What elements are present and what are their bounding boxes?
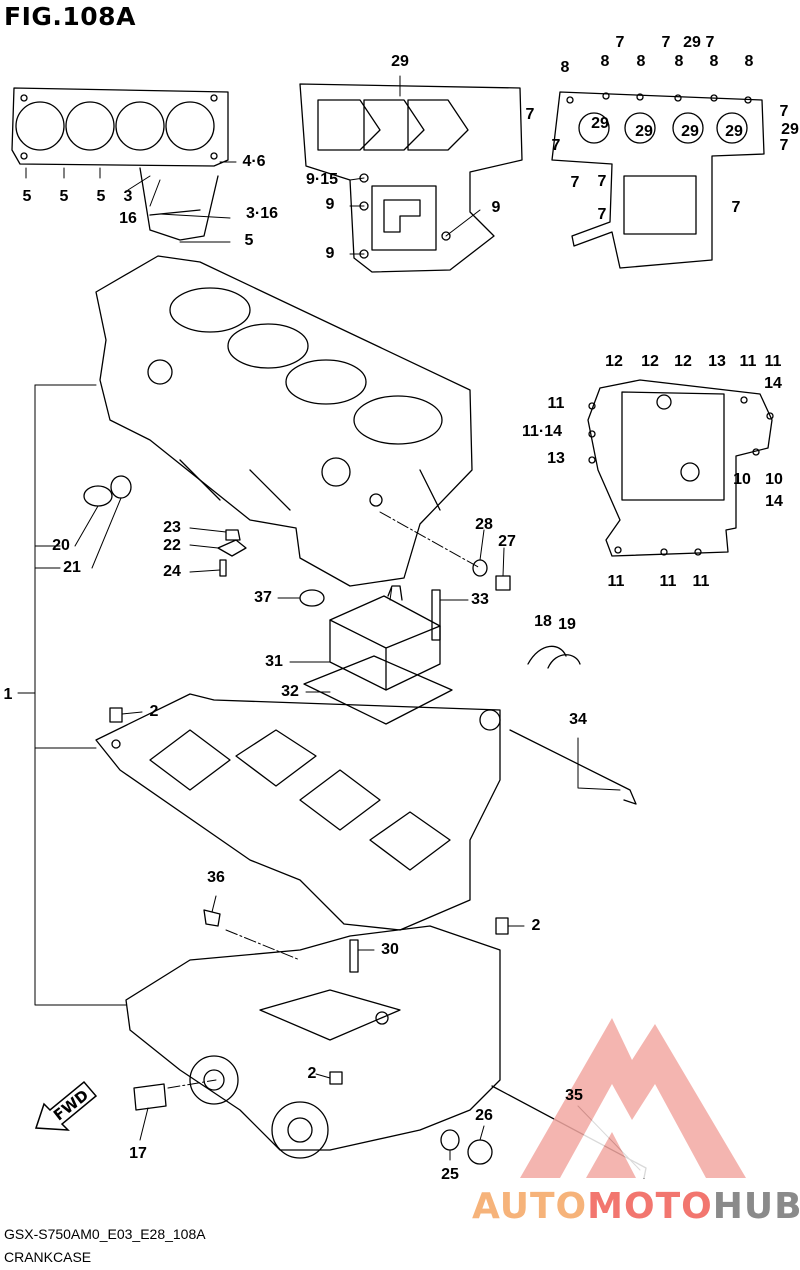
part-label-tr-8a: 8 bbox=[560, 59, 570, 76]
watermark-text: AUTOMOTOHUB bbox=[472, 1186, 800, 1227]
part-label-p-26: 26 bbox=[475, 1107, 493, 1124]
part-label-cyl-bolt-3-16: 3·16 bbox=[245, 205, 279, 222]
case-side-view bbox=[587, 379, 774, 557]
watermark-part-2: MOTO bbox=[587, 1186, 713, 1227]
part-label-mr-10b: 10 bbox=[765, 471, 783, 488]
case-bottom-view bbox=[551, 91, 765, 269]
part-label-mr-12c: 12 bbox=[674, 353, 692, 370]
part-label-p-32: 32 bbox=[281, 683, 299, 700]
part-label-p-2c: 2 bbox=[307, 1065, 317, 1082]
part-label-tr-7d: 7 bbox=[525, 106, 535, 123]
part-label-tr-29b: 29 bbox=[591, 115, 609, 132]
part-label-p-34: 34 bbox=[569, 711, 587, 728]
part-label-tr-29d: 29 bbox=[681, 123, 699, 140]
part-label-cyl-bolt-3: 3 bbox=[123, 188, 133, 205]
lower-crankcase-drawing bbox=[95, 693, 501, 931]
part-label-p-23: 23 bbox=[163, 519, 181, 536]
part-label-cyl-bolt-4-6: 4·6 bbox=[242, 153, 266, 170]
part-label-mr-11a: 11 bbox=[739, 353, 757, 370]
diagram-caption: CRANKCASE bbox=[4, 1249, 92, 1265]
part-label-mr-14b: 14 bbox=[765, 493, 783, 510]
part-label-mr-10a: 10 bbox=[733, 471, 751, 488]
figure-title: FIG.108A bbox=[4, 2, 136, 31]
part-label-p-22: 22 bbox=[163, 537, 181, 554]
part-label-p-27: 27 bbox=[498, 533, 516, 550]
part-label-mr-11e: 11 bbox=[659, 573, 677, 590]
part-label-p-1: 1 bbox=[3, 686, 13, 703]
part-label-p-30: 30 bbox=[381, 941, 399, 958]
upper-crankcase-drawing bbox=[95, 255, 473, 587]
part-label-tr-8b: 8 bbox=[600, 53, 610, 70]
part-label-tr-7k: 7 bbox=[551, 137, 561, 154]
part-label-p-19: 19 bbox=[558, 616, 576, 633]
part-label-mr-12b: 12 bbox=[641, 353, 659, 370]
part-label-cyl-bolt-5a: 5 bbox=[22, 188, 32, 205]
part-label-p-36: 36 bbox=[207, 869, 225, 886]
part-label-tr-29e: 29 bbox=[725, 123, 743, 140]
model-code: GSX-S750AM0_E03_E28_108A bbox=[4, 1226, 206, 1242]
automotohub-logo-icon bbox=[520, 1018, 746, 1178]
part-label-tr-7a: 7 bbox=[615, 34, 625, 51]
part-label-tr-7c: 7 bbox=[705, 34, 715, 51]
part-label-p-2a: 2 bbox=[149, 703, 159, 720]
part-label-p-28: 28 bbox=[475, 516, 493, 533]
part-label-mid-9-15: 9·15 bbox=[305, 171, 339, 188]
part-label-tr-8e: 8 bbox=[709, 53, 719, 70]
part-label-p-21: 21 bbox=[63, 559, 81, 576]
part-label-mid-9b: 9 bbox=[491, 199, 501, 216]
part-label-cyl-bolt-5d: 5 bbox=[244, 232, 254, 249]
part-label-tr-29f: 29 bbox=[781, 121, 799, 138]
cylinder-gasket-drawing bbox=[11, 87, 229, 241]
part-label-mr-11-14: 11·14 bbox=[521, 423, 563, 440]
part-label-p-17: 17 bbox=[129, 1145, 147, 1162]
part-label-p-31: 31 bbox=[265, 653, 283, 670]
part-label-tr-7b: 7 bbox=[661, 34, 671, 51]
part-label-p-2b: 2 bbox=[531, 917, 541, 934]
part-label-tr-7h: 7 bbox=[597, 173, 607, 190]
part-label-mr-11f: 11 bbox=[692, 573, 710, 590]
part-label-tr-7f: 7 bbox=[779, 137, 789, 154]
part-label-mr-13a: 13 bbox=[708, 353, 726, 370]
part-label-p-25: 25 bbox=[441, 1166, 459, 1183]
part-label-tr-8d: 8 bbox=[674, 53, 684, 70]
part-label-mid-29: 29 bbox=[391, 53, 409, 70]
part-label-mr-11c: 11 bbox=[547, 395, 565, 412]
part-label-tr-29c: 29 bbox=[635, 123, 653, 140]
part-label-mr-11b: 11 bbox=[764, 353, 782, 370]
watermark-part-1: AUTO bbox=[472, 1186, 588, 1227]
part-label-mr-12a: 12 bbox=[605, 353, 623, 370]
part-label-mr-11d: 11 bbox=[607, 573, 625, 590]
part-label-p-24: 24 bbox=[163, 563, 181, 580]
part-label-mr-13b: 13 bbox=[547, 450, 565, 467]
part-label-cyl-bolt-5b: 5 bbox=[59, 188, 69, 205]
leader-lines bbox=[17, 75, 641, 1171]
upper-case-top-view bbox=[299, 83, 523, 273]
part-label-tr-7i: 7 bbox=[597, 206, 607, 223]
part-label-cyl-bolt-5c: 5 bbox=[96, 188, 106, 205]
part-label-tr-7j: 7 bbox=[731, 199, 741, 216]
oil-pan-drawing bbox=[125, 925, 501, 1159]
part-label-cyl-bolt-16: 16 bbox=[119, 210, 137, 227]
part-label-p-18: 18 bbox=[534, 613, 552, 630]
part-label-mid-9a: 9 bbox=[325, 196, 335, 213]
part-label-tr-7e: 7 bbox=[779, 103, 789, 120]
part-label-tr-29a: 29 bbox=[683, 34, 701, 51]
part-label-mr-14a: 14 bbox=[764, 375, 782, 392]
part-label-tr-8f: 8 bbox=[744, 53, 754, 70]
watermark-part-3: HUB bbox=[712, 1186, 800, 1227]
part-label-mid-9c: 9 bbox=[325, 245, 335, 262]
small-parts-drawing bbox=[83, 475, 647, 1179]
part-label-tr-7g: 7 bbox=[570, 174, 580, 191]
part-label-tr-8c: 8 bbox=[636, 53, 646, 70]
fwd-arrow-icon: FWD bbox=[34, 1080, 98, 1131]
part-label-p-20: 20 bbox=[52, 537, 70, 554]
part-label-p-35: 35 bbox=[565, 1087, 583, 1104]
part-label-p-33: 33 bbox=[471, 591, 489, 608]
part-label-p-37: 37 bbox=[254, 589, 272, 606]
